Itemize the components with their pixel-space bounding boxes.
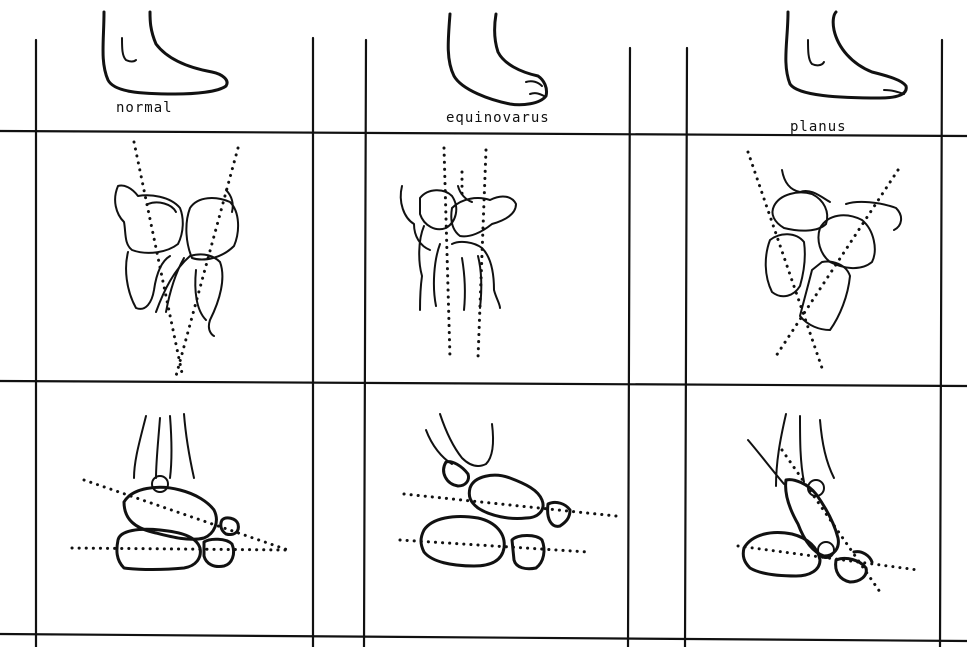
foot-equinovarus bbox=[448, 14, 546, 105]
ap-view-equinovarus bbox=[401, 148, 516, 358]
foot-planus bbox=[786, 12, 906, 98]
label-normal: normal bbox=[116, 100, 173, 116]
ap-view-normal bbox=[115, 142, 238, 378]
label-planus: planus bbox=[790, 119, 847, 135]
lat-view-equinovarus bbox=[400, 414, 616, 569]
label-equinovarus: equinovarus bbox=[446, 110, 550, 126]
ap-view-planus bbox=[748, 152, 901, 368]
lat-view-normal bbox=[72, 414, 288, 570]
foot-normal bbox=[103, 12, 227, 94]
lat-view-planus bbox=[738, 414, 918, 592]
